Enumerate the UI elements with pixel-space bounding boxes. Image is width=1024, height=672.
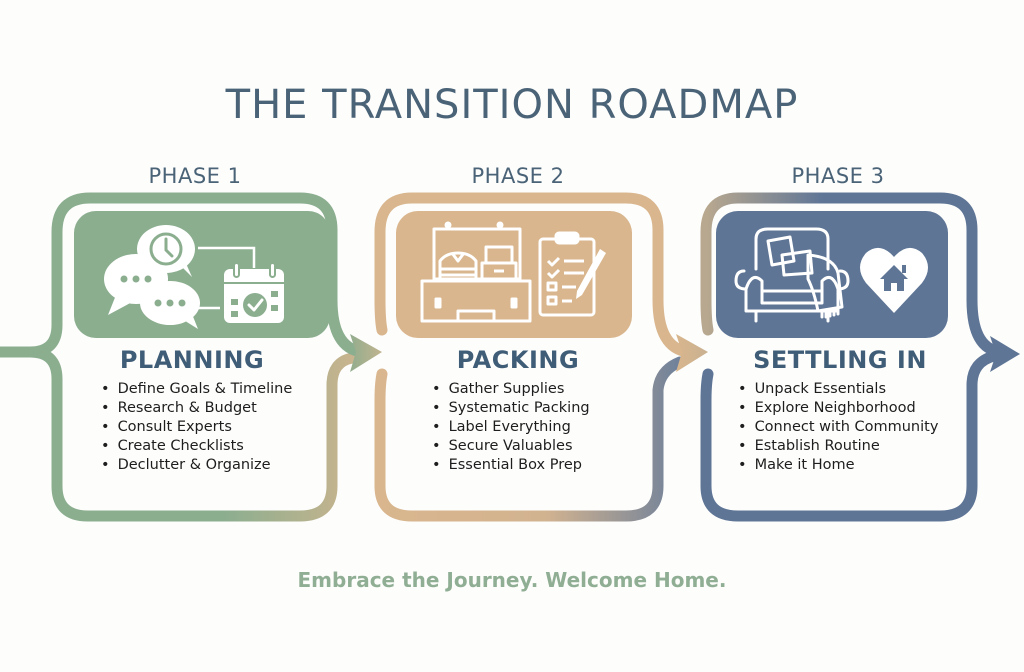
- phase-1-title: PLANNING: [119, 346, 265, 374]
- calendar-check-icon: [224, 262, 284, 323]
- tagline: Embrace the Journey. Welcome Home.: [297, 568, 727, 592]
- open-suitcase-icon: [420, 221, 532, 323]
- list-item: Research & Budget: [101, 399, 292, 418]
- phase-1-task-list: Define Goals & Timeline Research & Budge…: [101, 380, 293, 475]
- arrow-2-icon: [676, 334, 708, 372]
- list-item: Essential Box Prep: [432, 456, 590, 475]
- heart-home-icon: [860, 247, 928, 313]
- clock-icon: [137, 225, 195, 277]
- list-item: Gather Supplies: [432, 380, 590, 399]
- list-item: Systematic Packing: [432, 399, 590, 418]
- phase-2-icon-panel: [396, 211, 632, 338]
- list-item: Unpack Essentials: [738, 380, 938, 399]
- phase-1-icon-panel: [74, 211, 330, 338]
- page-title: THE TRANSITION ROADMAP: [225, 82, 799, 128]
- clipboard-checklist-icon: [538, 231, 596, 317]
- phase-3-label: PHASE 3: [791, 164, 885, 188]
- list-item: Label Everything: [432, 418, 590, 437]
- list-item: Connect with Community: [738, 418, 939, 437]
- phase-3-icon-panel: [716, 211, 948, 338]
- armchair-icon: [734, 227, 850, 323]
- arrow-1-icon: [350, 334, 382, 372]
- phase-2-label: PHASE 2: [471, 164, 565, 188]
- list-item: Consult Experts: [101, 418, 292, 437]
- list-item: Declutter & Organize: [101, 456, 292, 475]
- list-item: Make it Home: [738, 456, 938, 475]
- phase-2-task-list: Gather Supplies Systematic Packing Label…: [432, 380, 590, 475]
- list-item: Create Checklists: [101, 437, 292, 456]
- phase-3-task-list: Unpack Essentials Explore Neighborhood C…: [738, 380, 939, 475]
- list-item: Explore Neighborhood: [738, 399, 938, 418]
- list-item: Secure Valuables: [432, 437, 590, 456]
- phase-1-label: PHASE 1: [148, 164, 242, 188]
- arrow-3-icon: [990, 336, 1020, 372]
- phase-3-title: SETTLING IN: [753, 346, 927, 374]
- list-item: Establish Routine: [738, 437, 938, 456]
- list-item: Define Goals & Timeline: [101, 380, 293, 399]
- pencil-icon: [576, 249, 606, 299]
- phase-2-title: PACKING: [456, 346, 580, 374]
